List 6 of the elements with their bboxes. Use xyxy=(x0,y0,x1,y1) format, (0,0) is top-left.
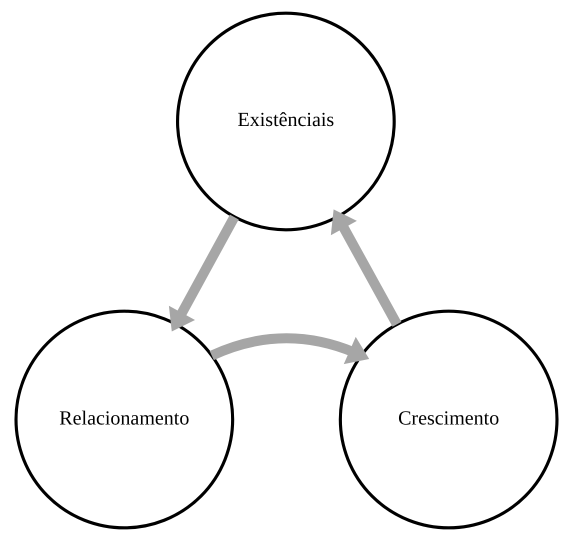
node-circle: Existênciais xyxy=(176,12,396,232)
node-circle: Relacionamento xyxy=(14,310,234,530)
arrow xyxy=(330,209,402,327)
arrow xyxy=(168,214,239,332)
arrow xyxy=(210,333,370,364)
node-circle: Crescimento xyxy=(338,310,559,530)
